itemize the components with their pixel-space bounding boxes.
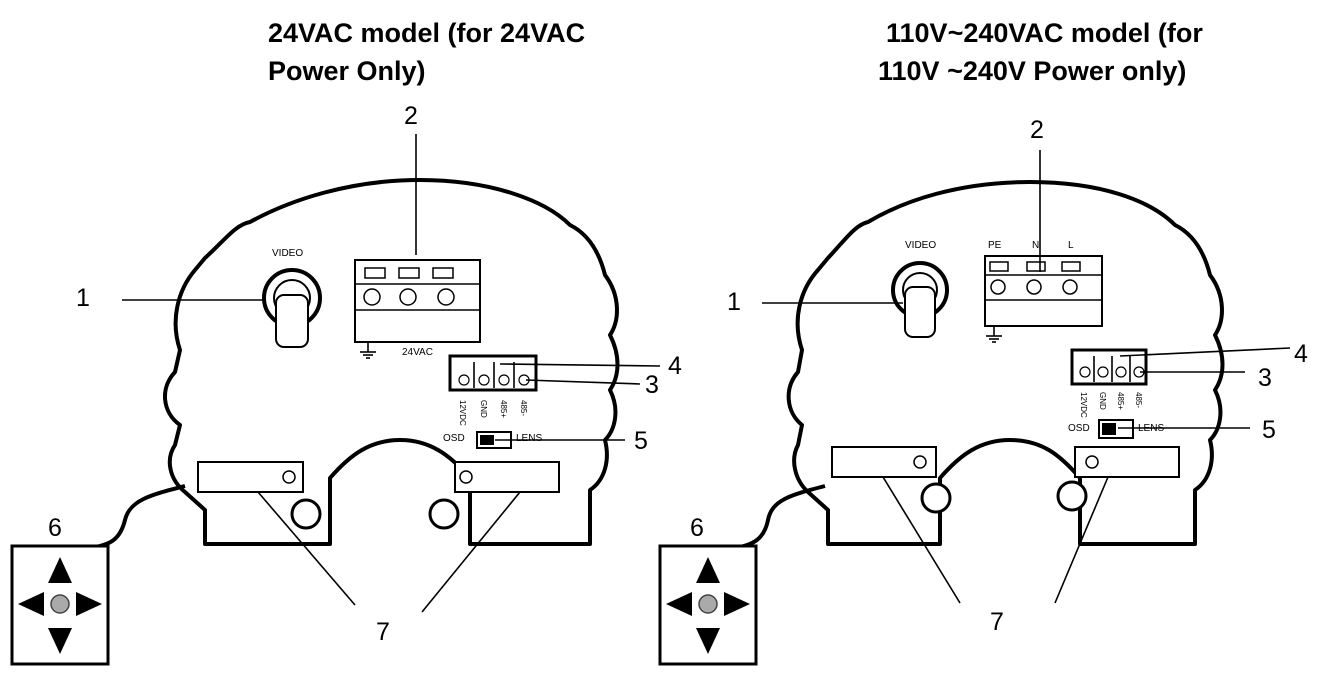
left-right-arrow-icon (76, 592, 102, 616)
left-callout-5: 5 (634, 427, 648, 455)
right-leader-4 (1119, 347, 1291, 357)
right-callout-4: 4 (1294, 340, 1308, 368)
right-callout-1: 1 (727, 288, 741, 316)
right-label-slot-a (831, 446, 937, 478)
left-leader-7a (257, 491, 356, 606)
left-callout-1: 1 (76, 284, 90, 312)
left-callout-4: 4 (668, 352, 682, 380)
right-callout-2: 2 (1030, 116, 1044, 144)
left-control-terminal-block (448, 354, 538, 392)
right-switch-knob (1102, 423, 1116, 435)
right-right-arrow-icon (724, 592, 750, 616)
left-cable-gland-b (428, 498, 460, 530)
right-video-connector (891, 261, 949, 338)
left-label-slot-a (197, 461, 304, 493)
left-center-button-icon (50, 594, 70, 614)
right-cable-gland-b (1056, 480, 1088, 512)
right-label-slot-b (1074, 446, 1180, 478)
right-term-gnd: GND (1098, 392, 1107, 410)
left-housing-outline (162, 178, 620, 546)
right-callout-7: 7 (990, 608, 1004, 636)
left-callout-3: 3 (645, 371, 659, 399)
right-leader-7a (882, 476, 961, 604)
left-video-label: VIDEO (272, 248, 303, 259)
right-n-label: N (1032, 240, 1039, 251)
right-housing-outline (786, 180, 1225, 546)
right-l-label: L (1068, 240, 1074, 251)
right-up-arrow-icon (696, 557, 720, 583)
right-leader-7b (1054, 476, 1109, 604)
right-center-button-icon (698, 594, 718, 614)
left-callout-2: 2 (404, 102, 418, 130)
right-ground-symbol (986, 326, 1002, 343)
right-keypad-cable (734, 484, 826, 550)
right-callout-3: 3 (1258, 364, 1272, 392)
left-ground-symbol (360, 342, 376, 359)
left-term-gnd: GND (479, 400, 488, 418)
left-power-label: 24VAC (402, 347, 433, 358)
left-leader-7b (421, 491, 521, 613)
left-video-connector (262, 268, 322, 348)
right-callout-5: 5 (1262, 416, 1276, 444)
right-pe-label: PE (988, 240, 1002, 251)
left-lens-label: LENS (516, 433, 542, 444)
left-switch-knob (480, 435, 494, 445)
left-joystick-keypad (10, 544, 110, 666)
left-keypad-cable (89, 484, 186, 550)
left-title-line2: Power Only) (268, 56, 426, 86)
left-label-slot-b (454, 461, 560, 493)
left-left-arrow-icon (18, 592, 44, 616)
left-up-arrow-icon (48, 557, 72, 583)
right-down-arrow-icon (696, 628, 720, 654)
left-callout-6: 6 (48, 514, 62, 542)
right-power-terminal-block (984, 255, 1103, 327)
right-term-485p: 485+ (1116, 392, 1125, 410)
right-term-485m: 485- (1134, 392, 1143, 408)
left-term-485p: 485+ (499, 400, 508, 418)
left-model-group: 24VAC model (for 24VAC Power Only) VIDEO (10, 18, 682, 666)
left-power-terminal-block (354, 259, 481, 343)
left-term-12vdc: 12VDC (458, 400, 467, 426)
right-left-arrow-icon (666, 592, 692, 616)
right-osd-label: OSD (1068, 423, 1090, 434)
left-down-arrow-icon (48, 628, 72, 654)
right-video-label: VIDEO (905, 240, 936, 251)
left-callout-7: 7 (376, 618, 390, 646)
left-term-485m: 485- (519, 400, 528, 416)
right-term-12vdc: 12VDC (1079, 392, 1088, 418)
right-title-line1: 110V~240VAC model (for (886, 18, 1203, 48)
left-leader-3 (525, 379, 641, 385)
right-callout-6: 6 (690, 514, 704, 542)
right-joystick-keypad (658, 544, 758, 666)
right-cable-gland-a (920, 482, 952, 514)
left-leader-4 (499, 363, 661, 367)
right-model-group: 110V~240VAC model (for 110V ~240V Power … (658, 18, 1308, 666)
left-cable-gland-a (290, 498, 322, 530)
left-osd-label: OSD (443, 433, 465, 444)
left-title-line1: 24VAC model (for 24VAC (268, 18, 585, 48)
right-title-line2: 110V ~240V Power only) (878, 56, 1186, 86)
